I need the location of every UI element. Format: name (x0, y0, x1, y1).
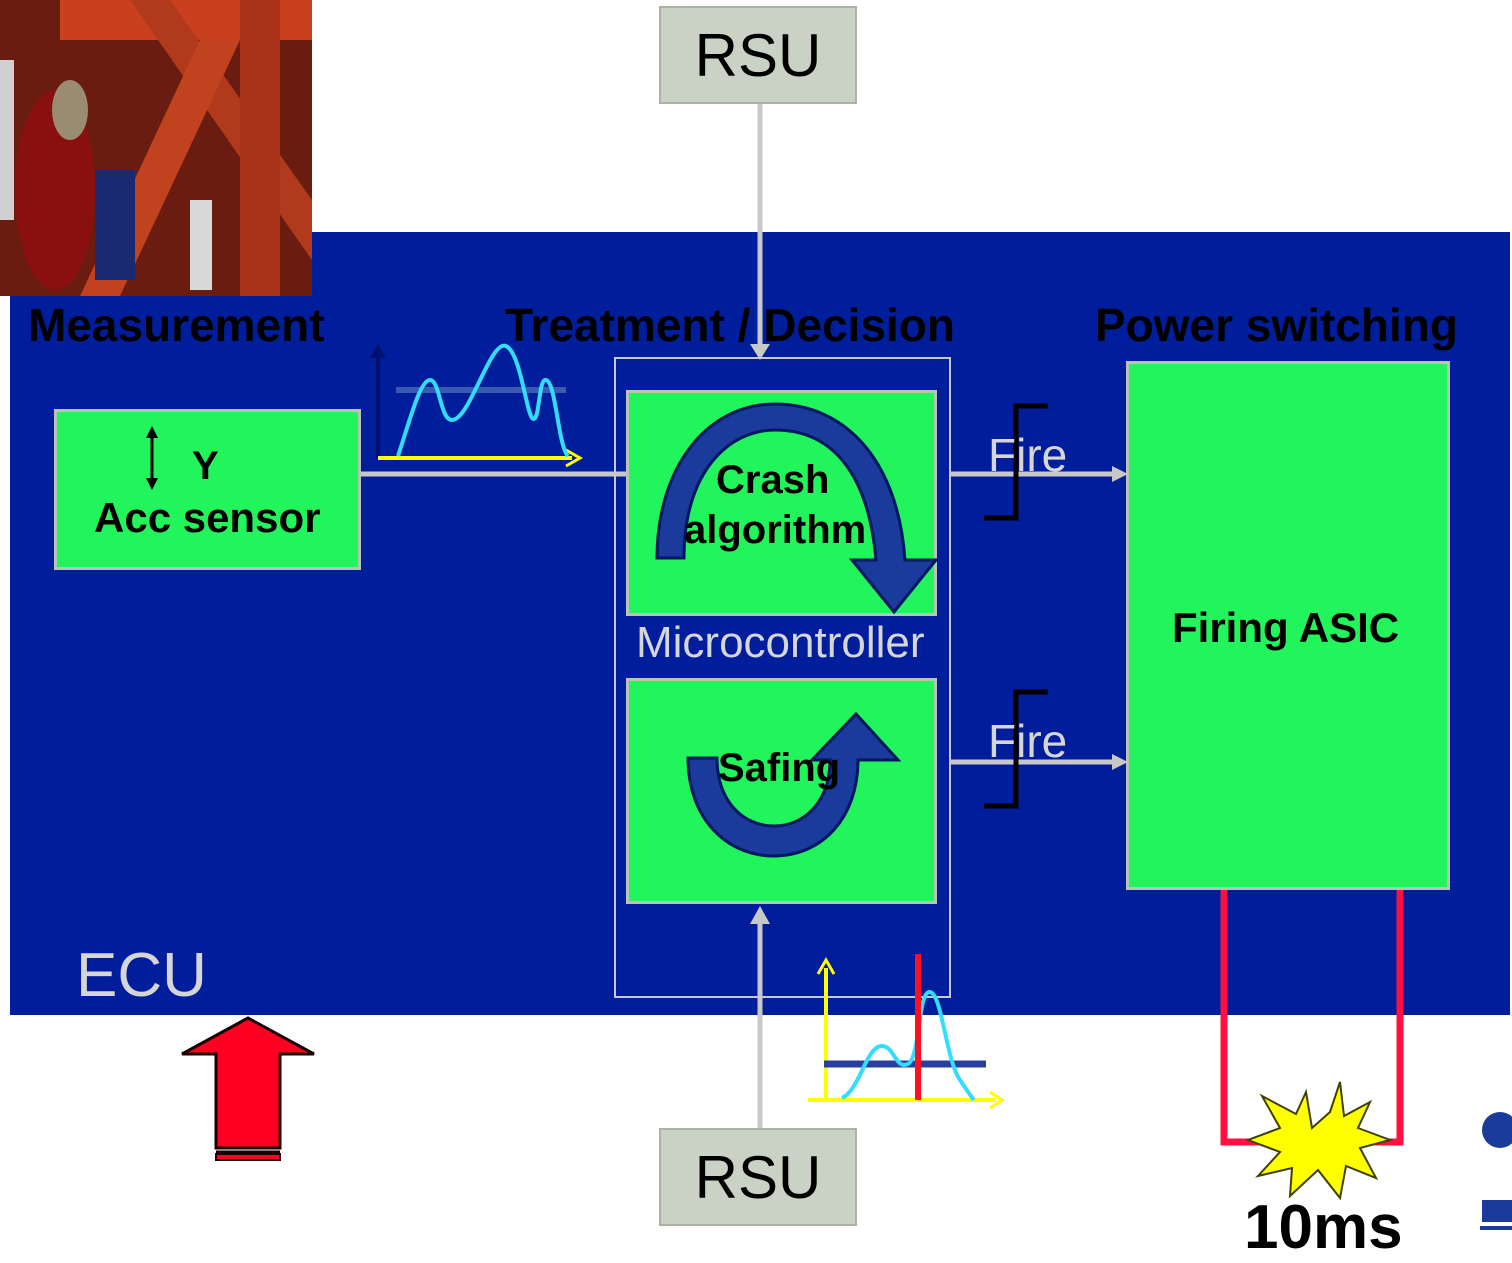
rsu-bottom-arrowhead (750, 906, 770, 924)
firing-asic-box (1126, 361, 1450, 890)
heading-measurement: Measurement (28, 299, 325, 351)
microcontroller-label: Microcontroller (636, 618, 925, 667)
corner-logo-partial (1480, 1112, 1512, 1230)
safing-graph (808, 954, 1005, 1110)
ignition-burst-icon (1245, 1081, 1394, 1201)
safing-label: Safing (718, 746, 841, 790)
microcontroller-outline (614, 357, 951, 998)
timing-label: 10ms (1244, 1193, 1403, 1262)
firing-asic-label: Firing ASIC (1172, 604, 1400, 651)
heading-power-switching: Power switching (1095, 299, 1458, 351)
crash-label-line1: Crash (716, 458, 830, 502)
safing-box (626, 678, 937, 904)
crash-algorithm-arc-arrow (655, 402, 940, 615)
red-up-arrow (181, 1016, 315, 1161)
fire-top-arrowhead (1112, 466, 1128, 482)
acc-sensor-box (54, 409, 361, 570)
rsu-top-box: RSU (659, 6, 857, 104)
fire-top-label: Fire (988, 429, 1068, 481)
fire-bottom-step-symbol (984, 689, 1048, 809)
fire-bottom-label: Fire (988, 715, 1068, 767)
airbag-photo (0, 0, 312, 296)
firing-output-lines (1220, 890, 1404, 1146)
rsu-bottom-box: RSU (659, 1128, 857, 1226)
fire-bottom-arrowhead (1112, 754, 1128, 770)
sensor-axis-label: Y (192, 444, 219, 488)
fire-top-step-symbol (984, 403, 1048, 521)
acceleration-graph (370, 343, 584, 468)
ecu-label: ECU (76, 941, 207, 1010)
safing-circular-arrow (686, 711, 902, 858)
crash-label-line2: algorithm (684, 508, 867, 552)
sensor-label: Acc sensor (94, 494, 321, 541)
heading-treatment-decision: Treatment / Decision (505, 299, 955, 351)
rsu-top-arrowhead (750, 344, 770, 360)
